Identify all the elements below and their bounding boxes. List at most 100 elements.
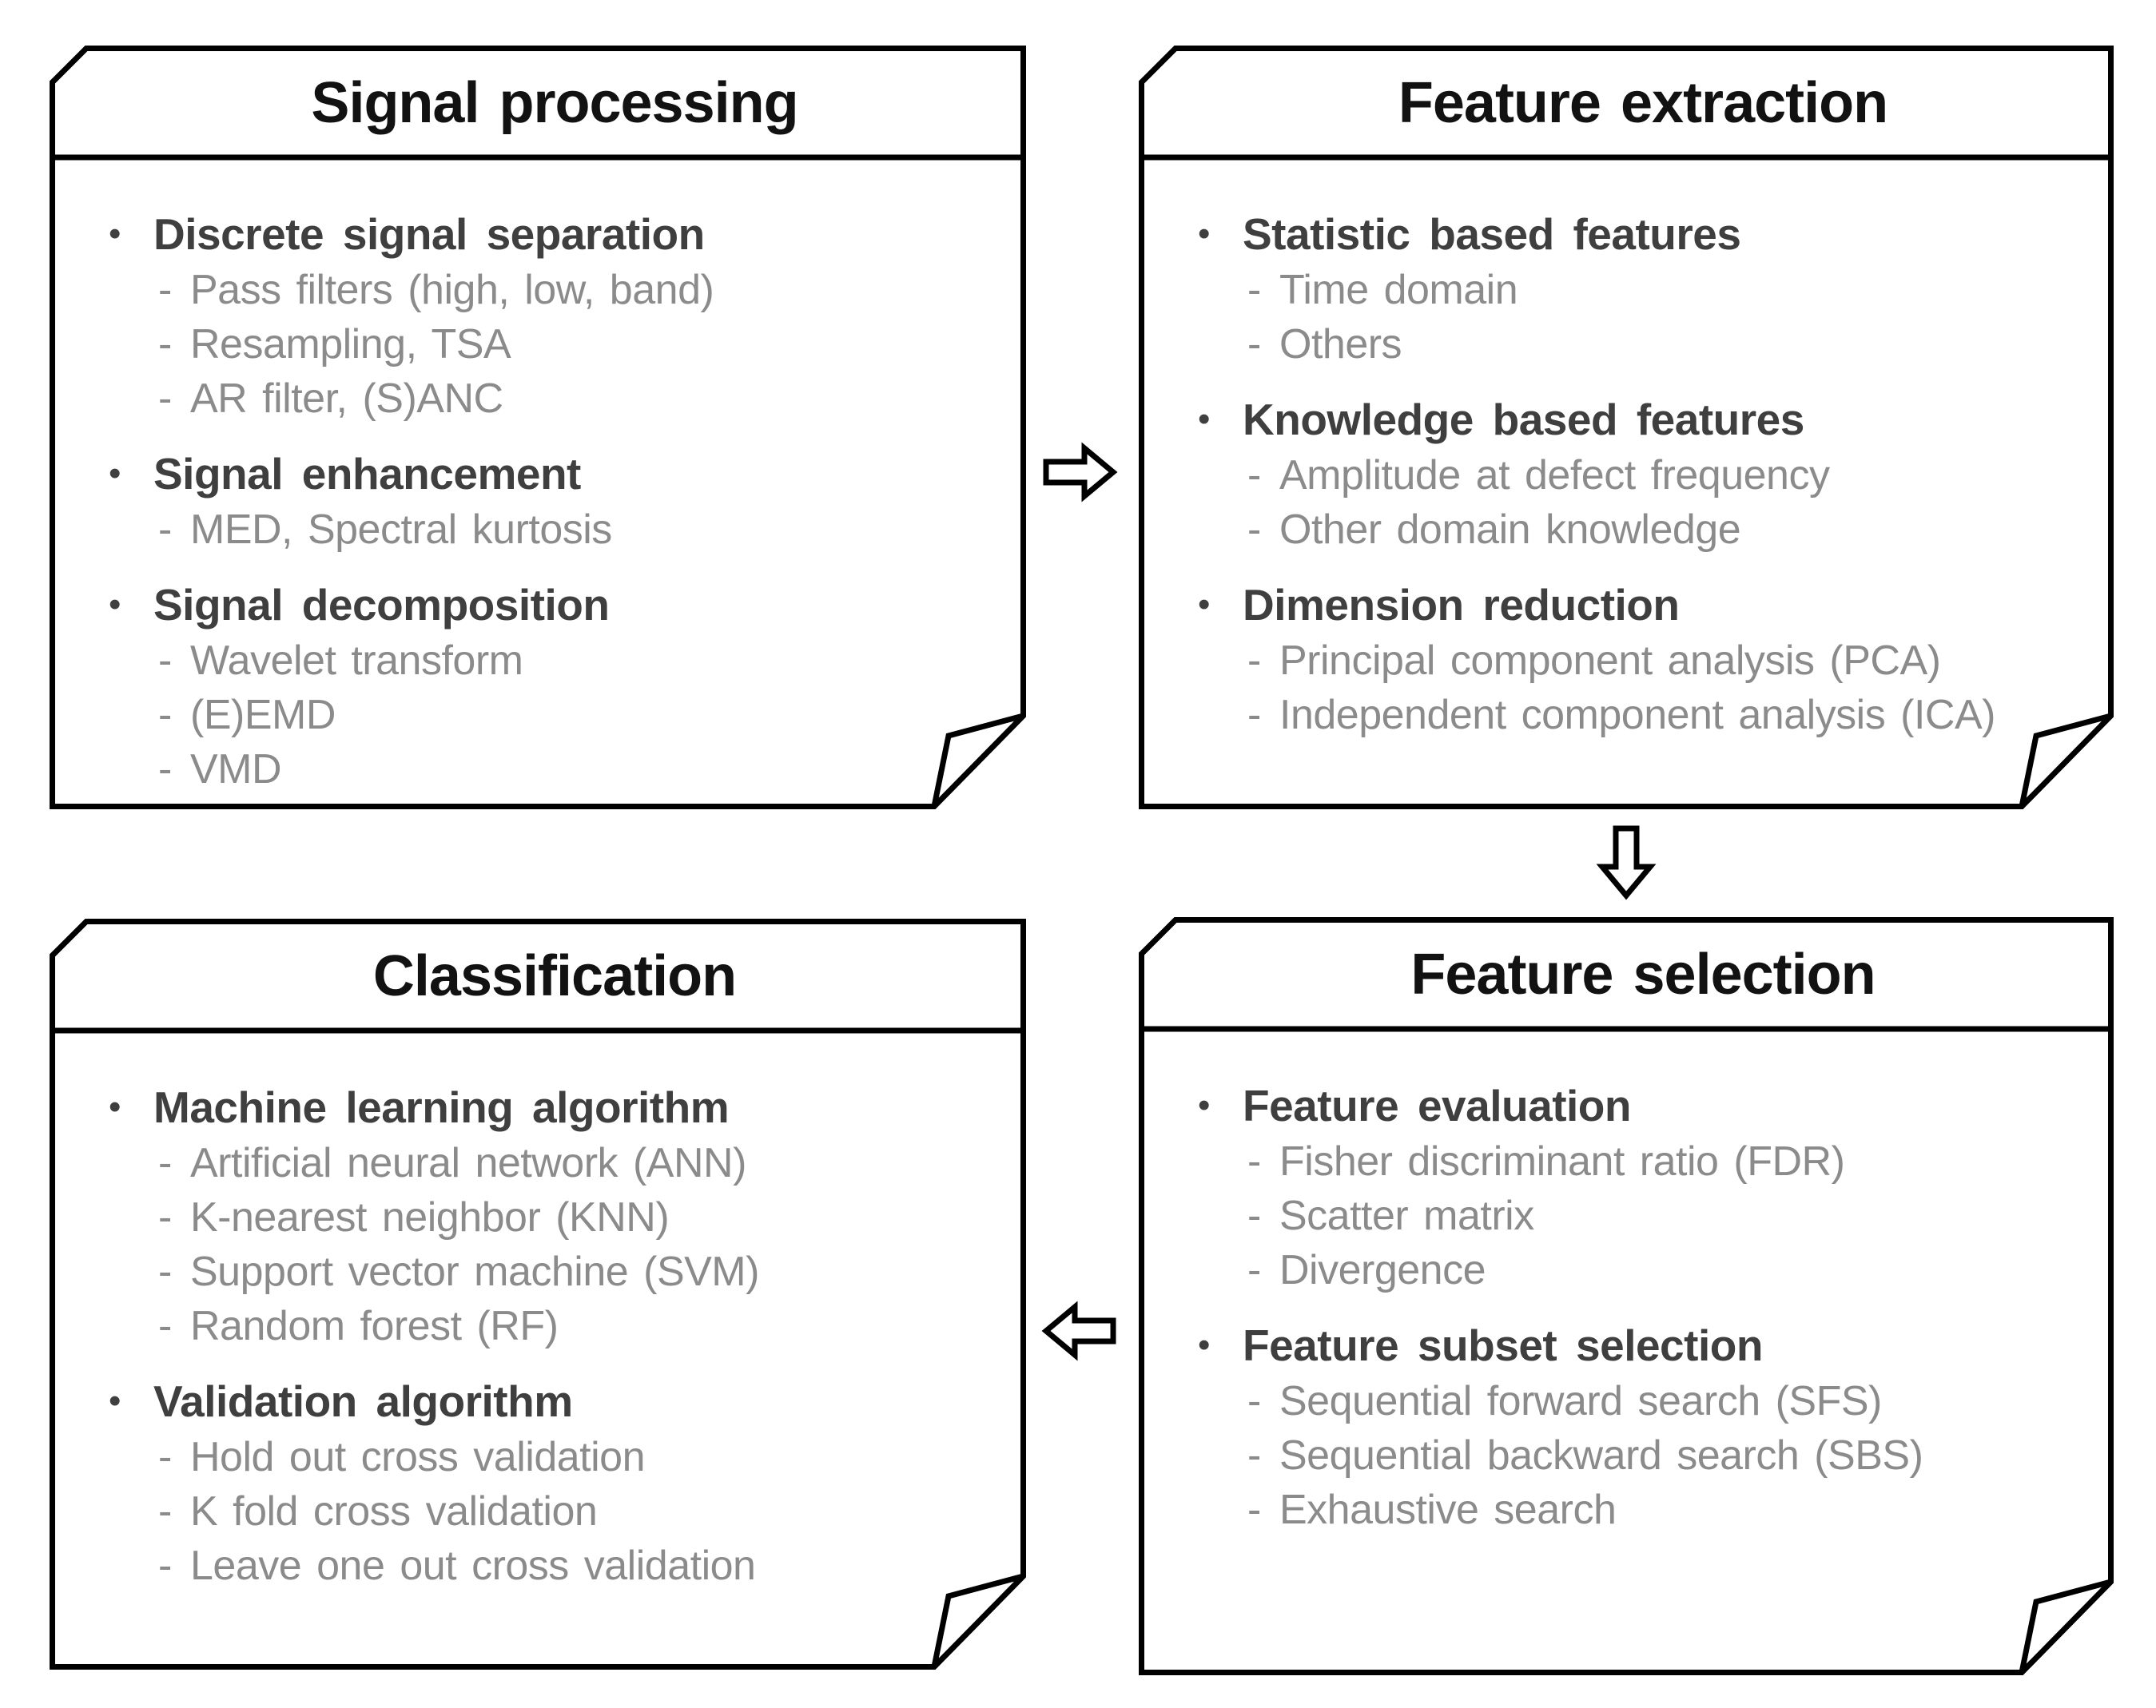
box-classification: Classification • Machine learning algori…	[50, 919, 1026, 1670]
sub-item-label: Fisher discriminant ratio (FDR)	[1279, 1138, 1845, 1185]
sub-item-label: Hold out cross validation	[190, 1434, 646, 1480]
sub-item-label: Exhaustive search	[1279, 1487, 1617, 1533]
bullet-icon: •	[109, 454, 121, 493]
bullet-icon: •	[109, 585, 121, 624]
bullet-header-label: Signal enhancement	[153, 449, 581, 498]
sub-item-label: Principal component analysis (PCA)	[1279, 638, 1941, 684]
sub-item-label: (E)EMD	[190, 692, 336, 738]
sub-item-label: Artificial neural network (ANN)	[190, 1140, 746, 1186]
box-feature-extraction: Feature extraction • Statistic based fea…	[1139, 46, 2114, 809]
bullet-header: • Validation algorithm	[104, 1372, 994, 1430]
note-shape	[50, 46, 1026, 809]
bullet-group: • Signal decomposition - Wavelet transfo…	[104, 576, 994, 796]
sub-item-label: Time domain	[1279, 267, 1518, 313]
sub-item: - Amplitude at defect frequency	[1193, 448, 2082, 502]
dash-icon: -	[1247, 692, 1262, 738]
sub-item: - Resampling, TSA	[104, 317, 994, 371]
box-header: Feature extraction	[1175, 49, 2110, 157]
bullet-icon: •	[109, 214, 121, 253]
bullet-header: • Feature evaluation	[1193, 1077, 2082, 1134]
bullet-icon: •	[109, 1087, 121, 1126]
sub-item-label: Leave one out cross validation	[190, 1543, 756, 1589]
box-title: Feature extraction	[1398, 71, 1888, 135]
sub-item: - Artificial neural network (ANN)	[104, 1136, 994, 1190]
bullet-header: • Feature subset selection	[1193, 1317, 2082, 1374]
dash-icon: -	[158, 1434, 173, 1480]
dash-icon: -	[158, 638, 173, 684]
sub-item: - Fisher discriminant ratio (FDR)	[1193, 1134, 2082, 1189]
bullet-icon: •	[1198, 1086, 1211, 1125]
sub-item: - K fold cross validation	[104, 1484, 994, 1539]
bullet-header-label: Discrete signal separation	[153, 209, 705, 259]
bullet-group: • Feature evaluation - Fisher discrimina…	[1193, 1077, 2082, 1297]
sub-item: - K-nearest neighbor (KNN)	[104, 1190, 994, 1245]
sub-item-label: Scatter matrix	[1279, 1193, 1534, 1239]
dash-icon: -	[1247, 638, 1262, 684]
sub-item: - Principal component analysis (PCA)	[1193, 634, 2082, 688]
sub-item-label: Resampling, TSA	[190, 321, 511, 367]
dash-icon: -	[158, 506, 173, 553]
bullet-header: • Dimension reduction	[1193, 576, 2082, 634]
dash-icon: -	[158, 692, 173, 738]
bullet-header-label: Dimension reduction	[1243, 580, 1680, 630]
sub-item: - Random forest (RF)	[104, 1299, 994, 1353]
sub-item: - Wavelet transform	[104, 634, 994, 688]
bullet-header: • Knowledge based features	[1193, 391, 2082, 448]
dash-icon: -	[158, 267, 173, 313]
folded-corner-icon	[930, 712, 1026, 809]
box-title: Feature selection	[1410, 943, 1876, 1007]
bullet-header: • Signal decomposition	[104, 576, 994, 634]
bullet-group: • Knowledge based features - Amplitude a…	[1193, 391, 2082, 557]
sub-item: - MED, Spectral kurtosis	[104, 502, 994, 557]
sub-item: - VMD	[104, 742, 994, 796]
dash-icon: -	[158, 1303, 173, 1349]
bullet-header-label: Validation algorithm	[153, 1376, 573, 1426]
dash-icon: -	[158, 321, 173, 367]
dash-icon: -	[1247, 1193, 1262, 1239]
sub-item-label: K fold cross validation	[190, 1488, 598, 1535]
sub-item-label: MED, Spectral kurtosis	[190, 506, 612, 553]
box-title: Classification	[372, 944, 737, 1008]
bullet-header: • Statistic based features	[1193, 205, 2082, 263]
dash-icon: -	[1247, 1247, 1262, 1293]
sub-item: - Leave one out cross validation	[104, 1539, 994, 1593]
dash-icon: -	[1247, 506, 1262, 553]
dash-icon: -	[158, 1543, 173, 1589]
dash-icon: -	[1247, 1432, 1262, 1479]
bullet-header-label: Knowledge based features	[1243, 395, 1804, 444]
box-header: Feature selection	[1175, 920, 2110, 1029]
dash-icon: -	[1247, 1487, 1262, 1533]
box-signal-processing: Signal processing • Discrete signal sepa…	[50, 46, 1026, 809]
bullet-group: • Feature subset selection - Sequential …	[1193, 1317, 2082, 1537]
dash-icon: -	[158, 1249, 173, 1295]
bullet-header-label: Feature subset selection	[1243, 1321, 1763, 1370]
dash-icon: -	[1247, 1378, 1262, 1424]
folded-corner-icon	[2018, 1578, 2114, 1675]
note-shape	[1139, 46, 2114, 809]
bullet-header-label: Statistic based features	[1243, 209, 1741, 259]
note-shape	[1139, 917, 2114, 1675]
bullet-group: • Dimension reduction - Principal compon…	[1193, 576, 2082, 742]
sub-item: - Time domain	[1193, 263, 2082, 317]
bullet-header-label: Signal decomposition	[153, 580, 610, 630]
sub-item: - Others	[1193, 317, 2082, 371]
sub-item-label: Sequential forward search (SFS)	[1279, 1378, 1882, 1424]
box-content: • Feature evaluation - Fisher discrimina…	[1139, 1032, 2106, 1667]
bullet-group: • Discrete signal separation - Pass filt…	[104, 205, 994, 426]
sub-item: - Pass filters (high, low, band)	[104, 263, 994, 317]
sub-item-label: Pass filters (high, low, band)	[190, 267, 714, 313]
bullet-group: • Signal enhancement - MED, Spectral kur…	[104, 445, 994, 557]
bullet-group: • Statistic based features - Time domain…	[1193, 205, 2082, 371]
box-content: • Statistic based features - Time domain…	[1139, 161, 2106, 801]
dash-icon: -	[1247, 321, 1262, 367]
bullet-icon: •	[1198, 214, 1211, 253]
folded-corner-icon	[930, 1572, 1026, 1670]
sub-item-label: Wavelet transform	[190, 638, 523, 684]
sub-item: - Other domain knowledge	[1193, 502, 2082, 557]
bullet-header: • Discrete signal separation	[104, 205, 994, 263]
sub-item-label: AR filter, (S)ANC	[190, 375, 503, 422]
sub-item: - Exhaustive search	[1193, 1483, 2082, 1537]
bullet-header-label: Machine learning algorithm	[153, 1082, 730, 1132]
sub-item: - AR filter, (S)ANC	[104, 371, 994, 426]
box-feature-selection: Feature selection • Feature evaluation -…	[1139, 917, 2114, 1675]
